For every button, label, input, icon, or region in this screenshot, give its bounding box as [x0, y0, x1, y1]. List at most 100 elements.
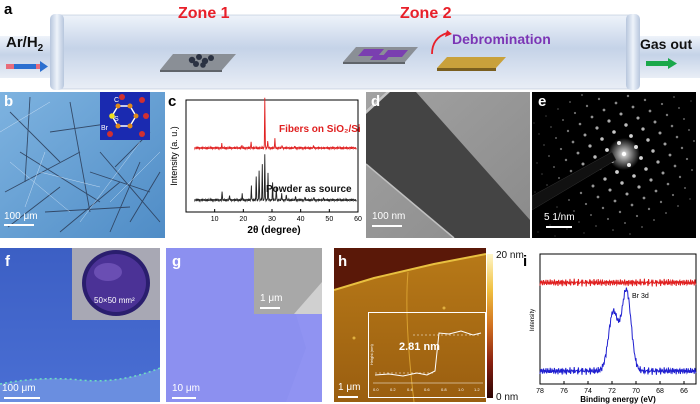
panel-g-scale: 10 μm [172, 383, 200, 394]
profile-xtick: 1.0 [458, 387, 464, 392]
diffraction-spot [624, 123, 628, 127]
diffraction-spot [589, 213, 593, 217]
zone1-substrate [160, 54, 236, 72]
diffraction-spot [670, 124, 674, 128]
profile-xtick: 1.2 [474, 387, 480, 392]
diffraction-spot [569, 101, 571, 103]
diffraction-spot [595, 126, 599, 130]
diffraction-spot [546, 184, 548, 186]
diffraction-spot [552, 165, 556, 169]
diffraction-spot [658, 131, 662, 135]
gas-in-arrow [6, 61, 48, 72]
panel-h: Height (nm) 0.0 0.2 0.4 0.6 0.8 1.0 1.2 … [334, 248, 486, 402]
diffraction-spot [673, 164, 677, 168]
panel-e-scale: 5 1/nm [544, 212, 575, 223]
panel-e-label: e [538, 93, 547, 110]
diffraction-spot [668, 153, 672, 157]
diffraction-spot [597, 97, 601, 101]
diffraction-spot [648, 109, 652, 113]
panel-e-scalebar [546, 226, 572, 228]
zone1-label: Zone 1 [178, 5, 230, 22]
xps-plot-frame [539, 253, 697, 385]
height-profile: Height (nm) 0.0 0.2 0.4 0.6 0.8 1.0 1.2 [369, 330, 483, 392]
furnace-tube [0, 14, 700, 90]
diffraction-spot [578, 221, 580, 223]
tem-image [366, 92, 530, 238]
diffraction-spot [675, 135, 679, 139]
diffraction-spot [647, 207, 651, 211]
diffraction-spot [579, 191, 583, 195]
diffraction-spot [643, 98, 647, 102]
diffraction-spot [585, 104, 589, 108]
diffraction-spot [538, 133, 540, 135]
diffraction-spot [583, 232, 585, 234]
panel-f-scale: 100 μm [2, 383, 36, 394]
panel-b-scale: 100 μm [4, 211, 38, 222]
diffraction-spot [559, 147, 563, 151]
diffraction-spot [561, 217, 563, 219]
reaction-arrow [431, 32, 448, 55]
xrd-series2-label: Powder as source [266, 184, 352, 195]
diffraction-spot [665, 212, 667, 214]
height-profile-inset: Height (nm) 0.0 0.2 0.4 0.6 0.8 1.0 1.2 … [368, 312, 486, 398]
diffraction-spot [646, 138, 650, 142]
panel-b-scalebar [4, 224, 34, 226]
diffraction-spot [651, 149, 655, 153]
gas-in-text: Ar/H [6, 34, 38, 51]
diffraction-spot [641, 127, 645, 131]
panel-d-scalebar [372, 225, 402, 227]
diffraction-spot [625, 192, 629, 196]
flake-inset: 1 μm [254, 248, 322, 314]
panel-d-label: d [371, 93, 381, 110]
diffraction-spot [549, 224, 551, 226]
diffraction-spot [583, 133, 587, 137]
diffraction-spot [619, 112, 623, 116]
diffraction-spot [591, 184, 595, 188]
xps-tick-label: 70 [632, 388, 640, 395]
wafer-photo [82, 250, 150, 316]
xps-ylabel: Intensity [530, 309, 536, 331]
flake-sem [254, 248, 322, 314]
panel-h-scalebar [338, 396, 358, 398]
diffraction-spot [682, 117, 686, 121]
xrd-tick-label: 30 [268, 216, 276, 223]
diffraction-spot [680, 146, 684, 150]
diffraction-spot [541, 173, 543, 175]
panel-e: e 5 1/nm [532, 92, 696, 238]
diffraction-pattern [532, 92, 696, 238]
xps-annotation: Br 3d [632, 293, 649, 300]
diffraction-spot [573, 111, 577, 115]
diffraction-spot [687, 128, 691, 132]
xps-tick-label: 76 [560, 388, 568, 395]
diffraction-spot [653, 219, 655, 221]
diffraction-spot [554, 235, 556, 237]
diffraction-spot [641, 226, 643, 228]
xps-series-line [539, 287, 697, 375]
atom-c: C [114, 97, 119, 104]
diffraction-spot [590, 115, 594, 119]
panel-d-scale: 100 nm [372, 211, 406, 222]
xrd-series1-label: Fibers on SiO₂/Si [279, 124, 361, 135]
molecule-structure: C S Br [101, 94, 149, 137]
xps-xlabel: Binding energy (eV) [580, 395, 656, 404]
profile-xtick: 0.2 [390, 387, 396, 392]
xps-tick-label: 78 [536, 388, 544, 395]
panel-g-label: g [172, 253, 182, 270]
diffraction-spot [653, 120, 657, 124]
wafer-inset: 50×50 mm² [72, 248, 160, 320]
xrd-tick-label: 10 [211, 216, 219, 223]
diffraction-spot [605, 148, 609, 152]
diffraction-spot [644, 167, 648, 171]
xrd-series-line [194, 154, 357, 203]
diffraction-spot [534, 191, 536, 193]
gas-out-arrow [646, 58, 677, 69]
diffraction-spot [626, 94, 630, 98]
diffraction-spot [566, 129, 570, 133]
diffraction-spot [596, 195, 600, 199]
panel-i-label: i [523, 253, 528, 270]
diffraction-spot [595, 225, 597, 227]
xps-tick-label: 72 [608, 388, 616, 395]
diffraction-spot [537, 231, 539, 233]
